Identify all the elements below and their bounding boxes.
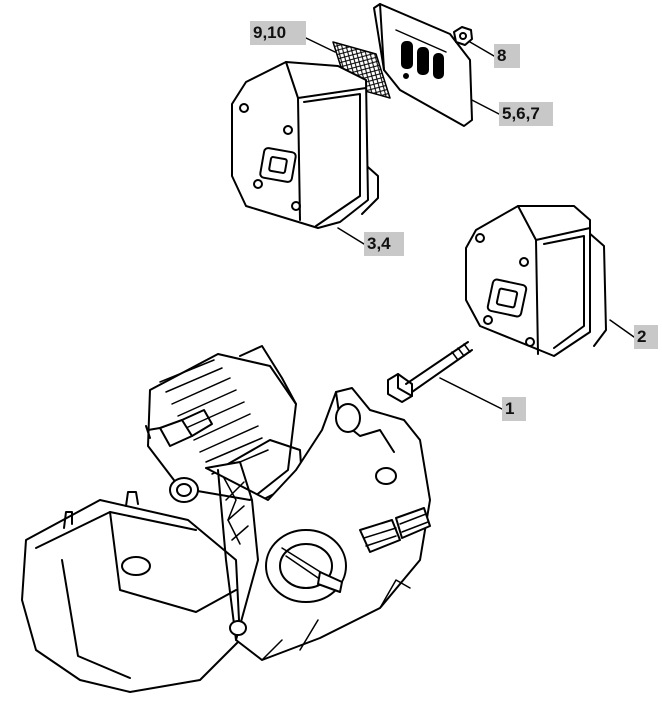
callout-2: 2 (634, 325, 658, 349)
leader-lines (305, 37, 635, 410)
callout-1: 1 (502, 397, 526, 421)
callout-8: 8 (494, 44, 520, 68)
muffler-lower (465, 205, 607, 357)
hex-bolt (387, 341, 473, 403)
deflector-plate (373, 3, 473, 127)
hex-nut (453, 26, 473, 46)
callout-9-10: 9,10 (250, 21, 306, 45)
muffler-upper (231, 61, 379, 229)
callout-3-4: 3,4 (364, 232, 404, 256)
callout-5-6-7: 5,6,7 (499, 102, 553, 126)
engine-crankcase (21, 345, 431, 693)
